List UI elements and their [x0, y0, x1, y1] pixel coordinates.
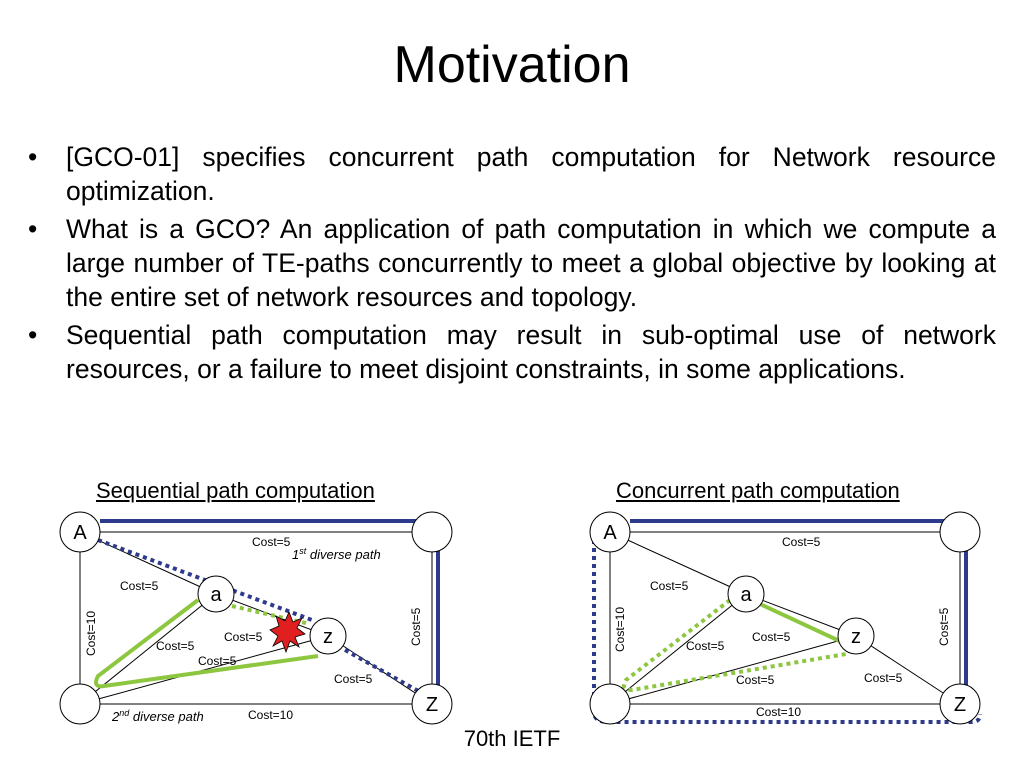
- footer-text: 70th IETF: [463, 726, 561, 751]
- bullet-item: • [GCO-01] specifies concurrent path comp…: [28, 140, 996, 208]
- network-links: [609, 531, 961, 705]
- cost-label: Cost=5: [156, 639, 195, 653]
- path-three-dotted: [622, 598, 847, 693]
- cost-label: Cost=5: [864, 671, 903, 685]
- node-A: [59, 511, 101, 553]
- cost-label: Cost=5: [252, 535, 291, 549]
- node-A-label: A: [73, 522, 87, 544]
- sequential-diagram: A a z Z Cost=5 Cost=5 Cost=5 Cost=5 Cost…: [59, 511, 453, 725]
- cost-label: Cost=5: [120, 579, 159, 593]
- bullet-list: • [GCO-01] specifies concurrent path comp…: [28, 140, 996, 390]
- node-z-label: z: [323, 626, 333, 648]
- link-a-bl: [609, 593, 747, 705]
- node-Z-label: Z: [954, 694, 966, 716]
- link-z-Z: [855, 635, 961, 705]
- node-bottom-left: [59, 683, 101, 725]
- cost-label: Cost=5: [782, 535, 821, 549]
- link-bl-z: [609, 635, 857, 705]
- bullet-dot: •: [28, 142, 38, 172]
- cost-label: Cost=5: [334, 672, 373, 686]
- bullet-dot: •: [28, 320, 38, 350]
- cost-label: Cost=5: [198, 654, 237, 668]
- concurrent-caption: Concurrent path computation: [616, 478, 900, 503]
- path-two-dotted: [592, 540, 982, 724]
- concurrent-diagram: A a z Z Cost=5 Cost=5 Cost=5 Cost=5 Cost…: [589, 511, 982, 725]
- cost-label: Cost=5: [937, 607, 951, 646]
- cost-label: Cost=5: [752, 630, 791, 644]
- cost-label: Cost=5: [224, 630, 263, 644]
- first-path-label: 1st diverse path: [292, 546, 381, 562]
- bullet-text: What is a GCO? An application of path co…: [66, 214, 996, 312]
- node-A-label: A: [603, 522, 617, 544]
- bullet-text: Sequential path computation may result i…: [66, 320, 996, 384]
- bullet-dot: •: [28, 214, 38, 244]
- node-a-label: a: [210, 584, 222, 606]
- cost-label: Cost=5: [650, 579, 689, 593]
- node-Z: [411, 683, 453, 725]
- node-A: [589, 511, 631, 553]
- second-path-solid: [94, 598, 319, 689]
- slide-title: Motivation: [393, 36, 631, 94]
- cost-label: Cost=10: [248, 708, 293, 722]
- cost-label: Cost=10: [756, 705, 801, 719]
- link-a-z: [745, 593, 857, 637]
- cost-label: Cost=5: [686, 639, 725, 653]
- node-top-right: [411, 511, 453, 553]
- node-Z: [939, 683, 981, 725]
- node-bottom-left: [589, 683, 631, 725]
- path-three-solid: [759, 602, 847, 646]
- bullet-text: [GCO-01] specifies concurrent path compu…: [66, 142, 996, 206]
- failure-icon: [269, 610, 306, 654]
- node-a-label: a: [740, 584, 752, 606]
- node-a: [727, 575, 765, 613]
- bullet-item: • Sequential path computation may result …: [28, 318, 996, 386]
- node-Z-label: Z: [426, 694, 438, 716]
- cost-label: Cost=5: [409, 607, 423, 646]
- cost-label: Cost=5: [736, 673, 775, 687]
- second-path-label: 2nd diverse path: [111, 708, 204, 724]
- node-a: [197, 575, 235, 613]
- node-z: [837, 617, 875, 655]
- sequential-caption: Sequential path computation: [96, 478, 375, 503]
- link-A-a: [79, 531, 217, 595]
- cost-label: Cost=10: [613, 607, 627, 652]
- node-z-label: z: [851, 626, 861, 648]
- node-top-right: [939, 511, 981, 553]
- node-z: [309, 617, 347, 655]
- bullet-item: • What is a GCO? An application of path c…: [28, 212, 996, 314]
- link-A-a: [609, 531, 747, 595]
- cost-label: Cost=10: [84, 611, 98, 656]
